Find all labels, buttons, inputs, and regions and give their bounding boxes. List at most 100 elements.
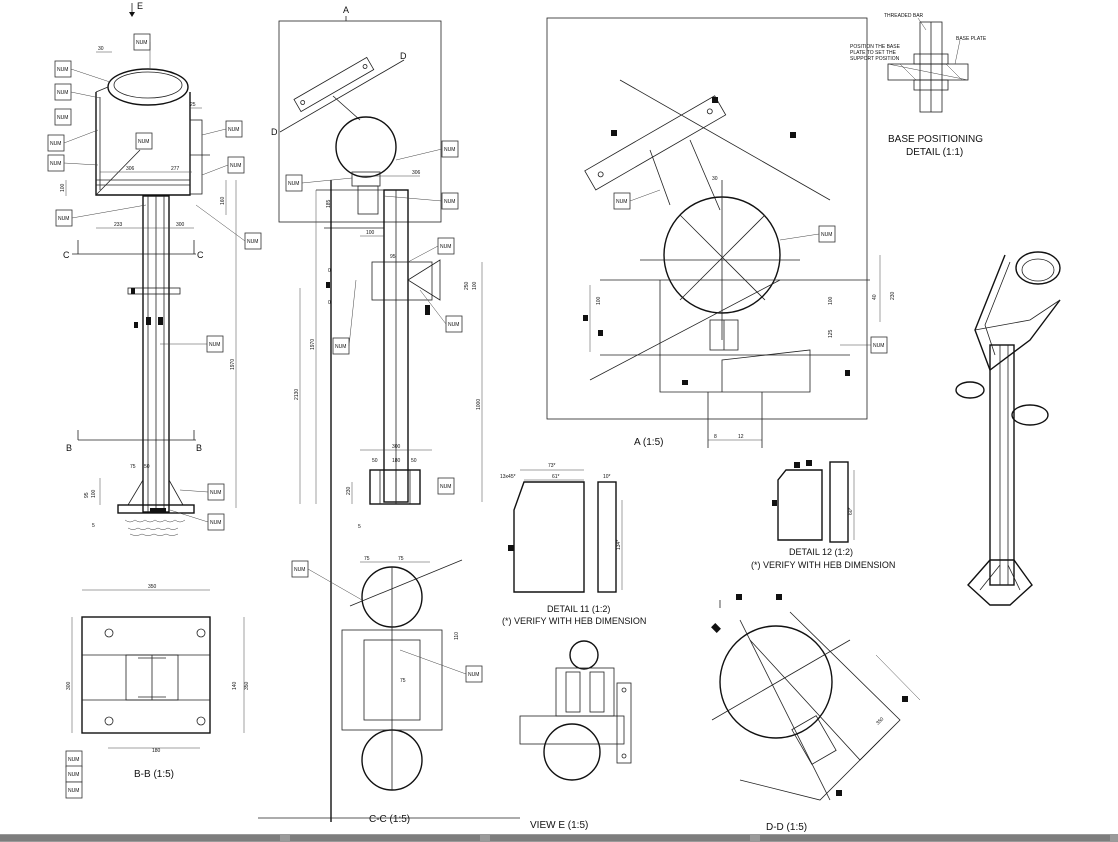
cc-dim-75c: 75	[400, 678, 406, 684]
num-tag: NUM	[225, 120, 243, 138]
status-bar-segment	[760, 835, 1110, 841]
base-positioning-title: BASE POSITIONING	[888, 134, 983, 145]
num-tag-label: NUM	[440, 484, 451, 490]
section-cc-title: C-C (1:5)	[369, 814, 410, 825]
side-elevation-view: A D D 2130 1970	[271, 5, 483, 530]
dim-100-left: 100	[60, 183, 66, 192]
num-tag: NUM	[54, 60, 72, 78]
num-tag-label: NUM	[468, 672, 479, 678]
num-tag: NUM	[437, 237, 455, 255]
num-tag-label: NUM	[138, 139, 149, 145]
num-tag-label: NUM	[873, 343, 884, 349]
dim-100-base: 100	[91, 489, 97, 498]
section-marker-b-left: B	[66, 443, 72, 453]
num-tag-label: NUM	[210, 490, 221, 496]
num-tag-label: NUM	[57, 90, 68, 96]
status-bar-segment	[0, 835, 280, 841]
section-marker-b-right: B	[196, 443, 202, 453]
detail-a-view: 100 40 230 100 125 8 12 30 A (1:5)	[546, 17, 896, 448]
base-positioning-detail: THREADED BAR BASE PLATE POSITION THE BAS…	[850, 13, 987, 158]
side-dim-1000: 1000	[476, 399, 482, 410]
num-tag: NUM	[291, 560, 309, 578]
num-tag: NUM	[47, 134, 65, 152]
side-dim-95: 95	[390, 254, 396, 260]
section-dd-view: 350 D-D (1:5)	[711, 594, 921, 833]
dim-25: 25	[190, 102, 196, 108]
num-tag: NUM	[332, 337, 350, 355]
num-tag-label: NUM	[68, 772, 79, 778]
num-tag-label: NUM	[444, 199, 455, 205]
num-tag-label: NUM	[57, 67, 68, 73]
num-tag-group: NUM NUM NUM NUM NUM NUM NUM NUM NUM NUM …	[47, 33, 888, 799]
bb-dim-140: 140	[232, 681, 238, 690]
section-bb-view: 350 300 350 140 180 B-B (1:5)	[66, 584, 250, 780]
section-bb-title: B-B (1:5)	[134, 769, 174, 780]
d11-dim-134: 134*	[616, 540, 622, 550]
a-dim-8: 8	[714, 434, 717, 440]
d12-dim-60: 60*	[848, 507, 854, 515]
dim-5: 5	[92, 523, 95, 529]
dim-75: 75	[130, 464, 136, 470]
num-tag: NUM	[65, 765, 83, 783]
dim-300: 300	[176, 222, 185, 228]
num-tag: NUM	[244, 232, 262, 250]
side-dim-100: 100	[366, 230, 375, 236]
side-dim-250: 250	[464, 281, 470, 290]
base-note-line-3: SUPPORT POSITION	[850, 56, 900, 62]
section-marker-c-left: C	[63, 250, 70, 260]
num-tag-label: NUM	[616, 199, 627, 205]
num-tag: NUM	[65, 781, 83, 799]
side-dim-300: 300	[392, 444, 401, 450]
num-tag: NUM	[65, 750, 83, 768]
num-tag: NUM	[285, 174, 303, 192]
num-tag-label: NUM	[821, 232, 832, 238]
side-dim-1970: 1970	[310, 339, 316, 350]
a-dim-100-r: 100	[828, 296, 834, 305]
num-tag: NUM	[437, 477, 455, 495]
side-dim-5: 5	[358, 524, 361, 530]
dim-1970: 1970	[230, 359, 236, 370]
side-dim-50-l: 50	[372, 458, 378, 464]
detail-11-view: 73* 61* 10* 13x45* 134* DETAIL 11 (1:2) …	[500, 463, 646, 626]
num-tag-label: NUM	[136, 40, 147, 46]
num-tag: NUM	[55, 209, 73, 227]
status-bar	[0, 834, 1118, 842]
num-tag-label: NUM	[448, 322, 459, 328]
view-e-view: VIEW E (1:5)	[519, 640, 632, 831]
num-tag-label: NUM	[294, 567, 305, 573]
detail-a-title: A (1:5)	[634, 437, 663, 448]
num-tag: NUM	[207, 483, 225, 501]
num-tag: NUM	[47, 154, 65, 172]
status-bar-segment	[290, 835, 480, 841]
a-dim-40: 40	[872, 294, 878, 300]
bb-dim-350-right: 350	[244, 681, 250, 690]
side-dim-100-r: 100	[472, 281, 478, 290]
view-e-title: VIEW E (1:5)	[530, 820, 588, 831]
num-tag: NUM	[54, 83, 72, 101]
bb-dim-300-left: 300	[66, 681, 72, 690]
side-dim-230: 230	[346, 486, 352, 495]
dim-160-left: 160	[220, 196, 226, 205]
num-tag-label: NUM	[228, 127, 239, 133]
cc-dim-110: 110	[454, 632, 460, 640]
num-tag-label: NUM	[68, 757, 79, 763]
num-tag: NUM	[441, 192, 459, 210]
side-dim-0-b: 0	[328, 300, 331, 306]
num-tag: NUM	[135, 132, 153, 150]
num-tag: NUM	[441, 140, 459, 158]
num-tag-label: NUM	[444, 147, 455, 153]
num-tag-label: NUM	[209, 342, 220, 348]
num-tag: NUM	[54, 108, 72, 126]
d11-dim-10: 10*	[603, 474, 611, 480]
num-tag-label: NUM	[57, 115, 68, 121]
detail-11-title: DETAIL 11 (1:2)	[547, 604, 610, 614]
num-tag: NUM	[818, 225, 836, 243]
num-tag-label: NUM	[50, 141, 61, 147]
dd-dim-350: 350	[875, 716, 885, 726]
status-bar-segment	[490, 835, 750, 841]
num-tag-label: NUM	[58, 216, 69, 222]
detail-12-title: DETAIL 12 (1:2)	[789, 547, 853, 557]
base-note-line-1: POSITION THE BASE	[850, 44, 901, 50]
d11-dim-73: 73*	[548, 463, 556, 469]
